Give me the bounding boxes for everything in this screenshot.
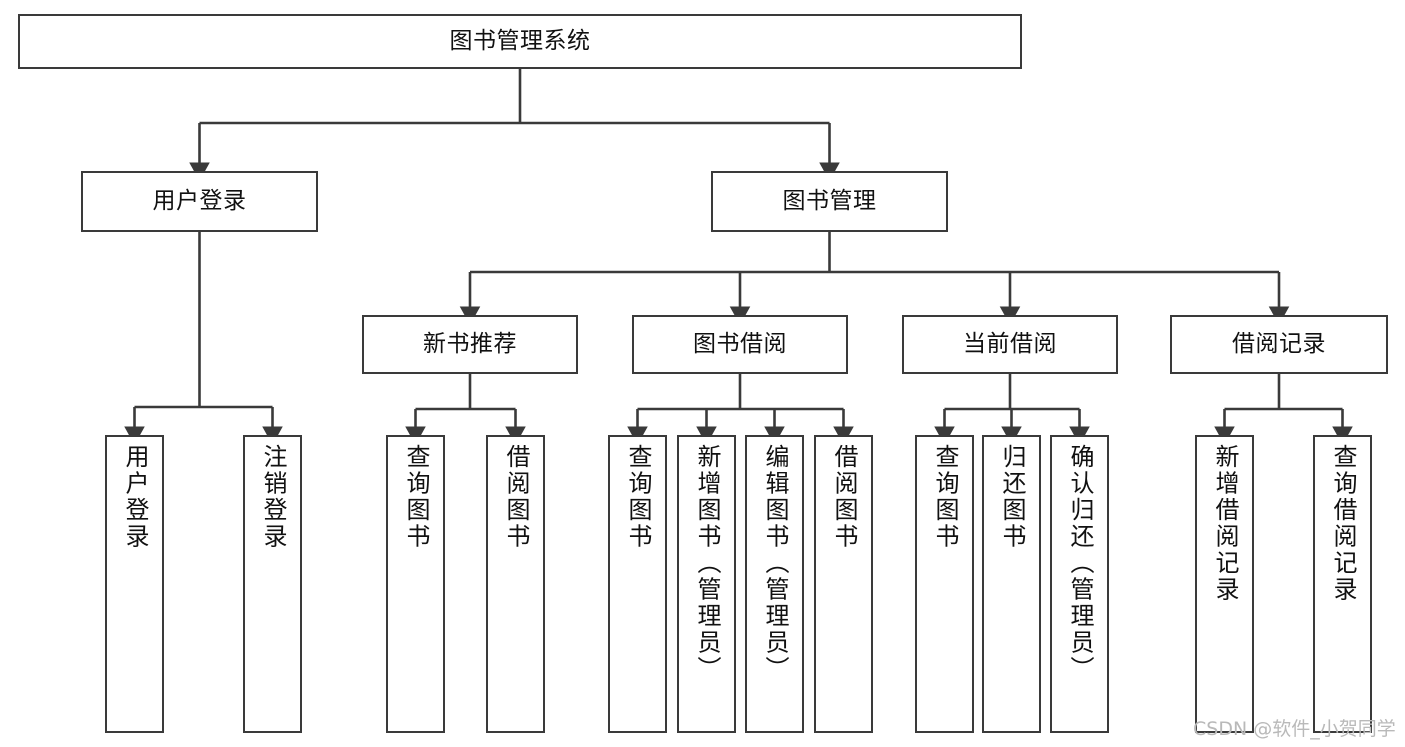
node-root[interactable]: 图书管理系统 (18, 14, 1022, 69)
node-label-leaf-borrow-book-rec: 借阅图书 (501, 444, 530, 550)
node-leaf-query-book-borrow[interactable]: 查询图书 (608, 435, 667, 733)
node-leaf-query-book-rec[interactable]: 查询图书 (386, 435, 445, 733)
node-label-user-login: 用户登录 (152, 187, 247, 214)
node-label-leaf-confirm-return-admin: 确认归还（管理员） (1065, 444, 1094, 683)
node-leaf-borrow-book-rec[interactable]: 借阅图书 (486, 435, 545, 733)
node-label-leaf-query-book-rec: 查询图书 (401, 444, 430, 550)
node-label-leaf-add-book-admin: 新增图书（管理员） (692, 444, 721, 683)
node-label-current-borrow: 当前借阅 (963, 330, 1057, 357)
node-label-leaf-query-book-current: 查询图书 (930, 444, 959, 550)
node-leaf-borrow-book[interactable]: 借阅图书 (814, 435, 873, 733)
node-label-borrow-record: 借阅记录 (1232, 330, 1326, 357)
node-leaf-add-borrow-record[interactable]: 新增借阅记录 (1195, 435, 1254, 733)
node-leaf-confirm-return-admin[interactable]: 确认归还（管理员） (1050, 435, 1109, 733)
node-label-leaf-return-book: 归还图书 (997, 444, 1026, 550)
node-leaf-query-borrow-record[interactable]: 查询借阅记录 (1313, 435, 1372, 733)
node-label-new-book-rec: 新书推荐 (423, 330, 517, 357)
node-leaf-query-book-current[interactable]: 查询图书 (915, 435, 974, 733)
node-label-book-manage: 图书管理 (782, 187, 877, 214)
node-label-root: 图书管理系统 (449, 27, 591, 54)
node-label-leaf-borrow-book: 借阅图书 (829, 444, 858, 550)
node-user-login[interactable]: 用户登录 (81, 171, 318, 232)
node-label-leaf-edit-book-admin: 编辑图书（管理员） (760, 444, 789, 683)
node-label-leaf-user-logout: 注销登录 (258, 444, 287, 550)
node-leaf-edit-book-admin[interactable]: 编辑图书（管理员） (745, 435, 804, 733)
node-label-leaf-query-book-borrow: 查询图书 (623, 444, 652, 550)
node-leaf-user-logout[interactable]: 注销登录 (243, 435, 302, 733)
node-leaf-add-book-admin[interactable]: 新增图书（管理员） (677, 435, 736, 733)
node-book-manage[interactable]: 图书管理 (711, 171, 948, 232)
node-label-leaf-add-borrow-record: 新增借阅记录 (1210, 444, 1239, 603)
node-leaf-return-book[interactable]: 归还图书 (982, 435, 1041, 733)
node-new-book-rec[interactable]: 新书推荐 (362, 315, 578, 374)
node-label-leaf-query-borrow-record: 查询借阅记录 (1328, 444, 1357, 603)
csdn-watermark: CSDN @软件_小贺同学 (1193, 718, 1396, 740)
node-label-book-borrow: 图书借阅 (693, 330, 787, 357)
node-label-leaf-user-login: 用户登录 (120, 444, 149, 550)
node-book-borrow[interactable]: 图书借阅 (632, 315, 848, 374)
node-borrow-record[interactable]: 借阅记录 (1170, 315, 1388, 374)
node-current-borrow[interactable]: 当前借阅 (902, 315, 1118, 374)
node-leaf-user-login[interactable]: 用户登录 (105, 435, 164, 733)
